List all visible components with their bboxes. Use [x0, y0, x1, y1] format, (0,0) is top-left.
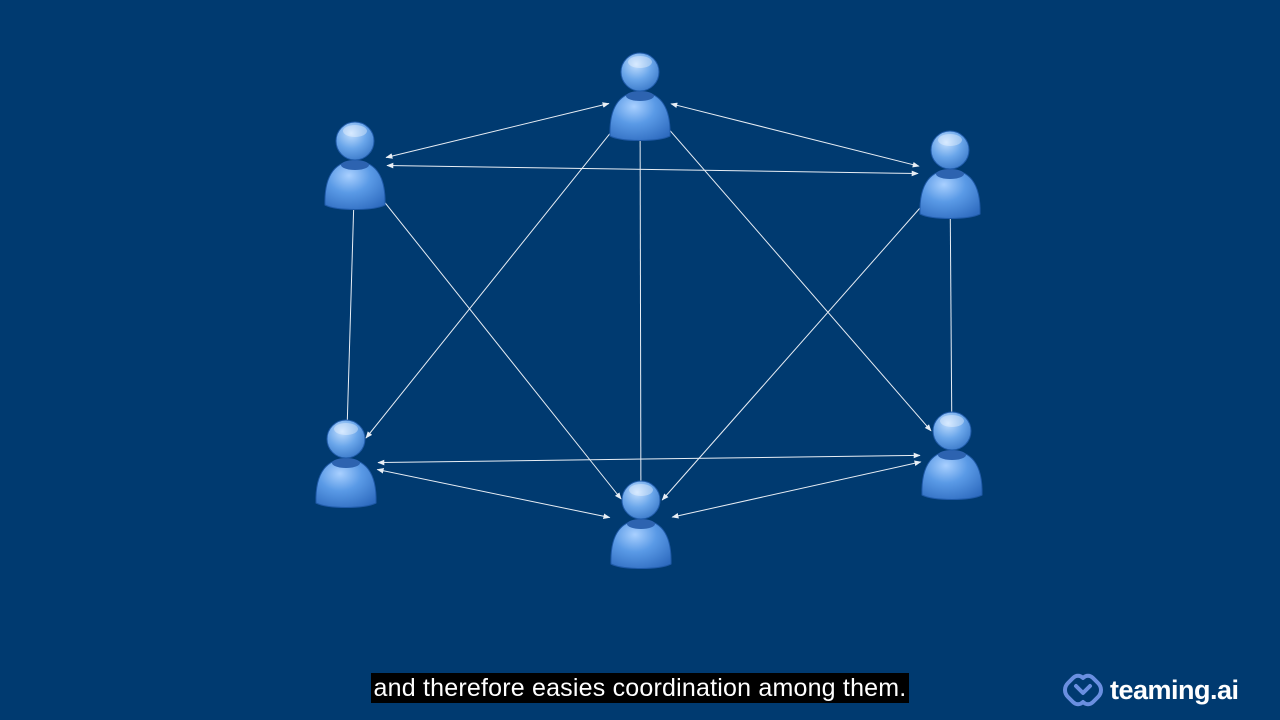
connection-arrow-person-top-right-person-bottom-right [947, 205, 955, 424]
subtitle-caption: and therefore easies coordination among … [370, 673, 910, 703]
connection-arrow-person-top-person-bottom-right [660, 119, 932, 432]
person-bottom-icon [610, 480, 672, 569]
connection-arrow-person-bottom-left-person-bottom-right [377, 452, 921, 466]
person-top-right-icon [919, 130, 981, 219]
people [315, 52, 983, 569]
person-bottom-right-icon [921, 411, 983, 500]
connection-arrow-person-top-right-person-bottom [661, 197, 930, 501]
connection-arrow-person-top-left-person-top-right [386, 162, 919, 177]
connection-arrow-person-bottom-person-bottom-right [671, 460, 922, 519]
connection-arrow-person-top-left-person-bottom [374, 189, 622, 500]
connection-arrow-person-top-person-top-right [670, 102, 920, 168]
subtitle-container: and therefore easies coordination among … [0, 673, 1280, 703]
connection-arrow-person-bottom-left-person-bottom [376, 468, 611, 519]
connections [344, 102, 955, 519]
teaming-logo-icon [1063, 673, 1103, 707]
connection-arrow-person-top-left-person-top [385, 102, 610, 159]
person-top-left-icon [324, 121, 386, 210]
brand-name: teaming.ai [1110, 674, 1239, 705]
brand-logo: teaming.ai [1062, 672, 1239, 708]
person-top-icon [609, 52, 671, 141]
connection-arrow-person-top-person-bottom [637, 127, 644, 493]
connection-arrow-person-top-person-bottom-left [365, 120, 621, 439]
person-bottom-left-icon [315, 419, 377, 508]
connection-arrow-person-top-left-person-bottom-left [344, 196, 357, 432]
